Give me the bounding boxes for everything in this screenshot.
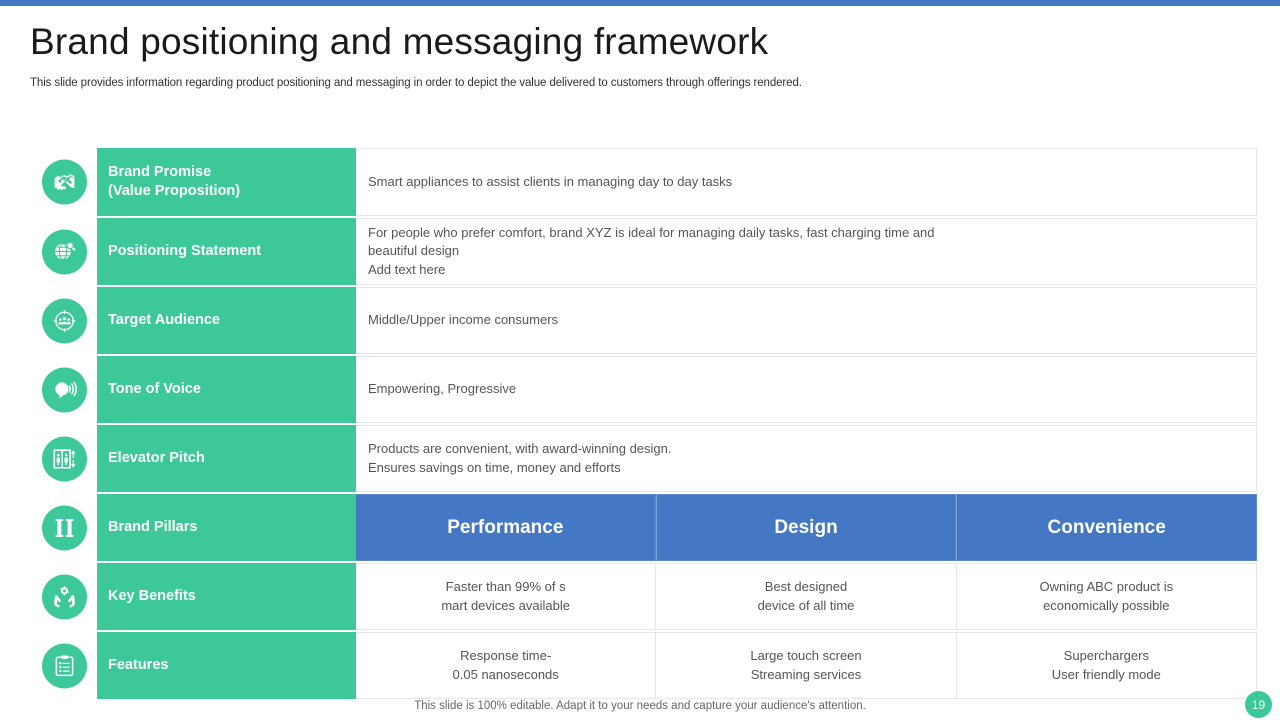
row-content-text: Products are convenient, with award-winn… bbox=[368, 441, 672, 475]
row-content: Products are convenient, with award-winn… bbox=[356, 425, 1257, 492]
table-row: Brand Promise (Value Proposition) Smart … bbox=[42, 148, 1257, 216]
footer-note: This slide is 100% editable. Adapt it to… bbox=[414, 700, 866, 712]
row-content-text: Smart appliances to assist clients in ma… bbox=[368, 173, 733, 189]
row-label: Target Audience bbox=[97, 287, 356, 354]
table-row: Positioning Statement For people who pre… bbox=[42, 218, 1257, 285]
pillar-performance[interactable]: Performance bbox=[356, 494, 656, 561]
row-label: Brand Promise (Value Proposition) bbox=[97, 148, 356, 216]
feature-convenience: Superchargers User friendly mode bbox=[956, 632, 1257, 699]
target-audience-icon bbox=[42, 298, 87, 343]
megaphone-voice-icon bbox=[42, 367, 87, 412]
row-label: Key Benefits bbox=[97, 563, 356, 630]
feature-performance: Response time- 0.05 nanoseconds bbox=[356, 632, 657, 699]
table-row-brand-pillars: Brand Pillars Performance Design Conveni… bbox=[42, 494, 1258, 561]
table-row: Tone of Voice Empowering, Progressive bbox=[42, 356, 1257, 423]
table-row-features: Features Response time- 0.05 nanoseconds… bbox=[42, 632, 1257, 699]
hands-gear-icon bbox=[42, 574, 87, 619]
row-label: Positioning Statement bbox=[97, 218, 356, 285]
page-title: Brand positioning and messaging framewor… bbox=[30, 21, 769, 62]
messaging-framework-matrix: Brand Promise (Value Proposition) Smart … bbox=[42, 148, 1258, 699]
clipboard-checklist-icon bbox=[42, 643, 87, 688]
benefit-convenience: Owning ABC product is economically possi… bbox=[956, 563, 1257, 630]
row-content-text: For people who prefer comfort, brand XYZ… bbox=[368, 224, 935, 277]
row-content: Empowering, Progressive bbox=[356, 356, 1257, 423]
row-label: Brand Pillars bbox=[97, 494, 356, 561]
pillar-columns: Performance Design Convenience bbox=[356, 494, 1258, 561]
benefit-performance: Faster than 99% of s mart devices availa… bbox=[356, 563, 657, 630]
page-number-badge: 19 bbox=[1245, 691, 1272, 718]
row-label: Elevator Pitch bbox=[97, 425, 356, 492]
row-label: Features bbox=[97, 632, 356, 699]
row-content-text: Empowering, Progressive bbox=[368, 381, 517, 397]
elevator-icon bbox=[42, 436, 87, 481]
feature-design: Large touch screen Streaming services bbox=[656, 632, 957, 699]
row-content: For people who prefer comfort, brand XYZ… bbox=[356, 218, 1257, 285]
pillar-design[interactable]: Design bbox=[655, 494, 957, 561]
table-row-key-benefits: Key Benefits Faster than 99% of s mart d… bbox=[42, 563, 1257, 630]
table-row: Target Audience Middle/Upper income cons… bbox=[42, 287, 1257, 354]
row-label: Tone of Voice bbox=[97, 356, 356, 423]
row-content: Smart appliances to assist clients in ma… bbox=[356, 148, 1257, 216]
features-columns: Response time- 0.05 nanoseconds Large to… bbox=[356, 632, 1257, 699]
row-content-text: Middle/Upper income consumers bbox=[368, 312, 559, 328]
handshake-icon bbox=[42, 159, 87, 205]
row-content: Middle/Upper income consumers bbox=[356, 287, 1257, 354]
key-benefits-columns: Faster than 99% of s mart devices availa… bbox=[356, 563, 1257, 630]
benefit-design: Best designed device of all time bbox=[656, 563, 957, 630]
page-subtitle: This slide provides information regardin… bbox=[30, 77, 802, 89]
top-accent-bar bbox=[0, 0, 1280, 6]
table-row: Elevator Pitch Products are convenient, … bbox=[42, 425, 1257, 492]
globe-search-icon bbox=[42, 229, 87, 274]
pillars-icon bbox=[42, 505, 87, 550]
pillar-convenience[interactable]: Convenience bbox=[956, 494, 1258, 561]
